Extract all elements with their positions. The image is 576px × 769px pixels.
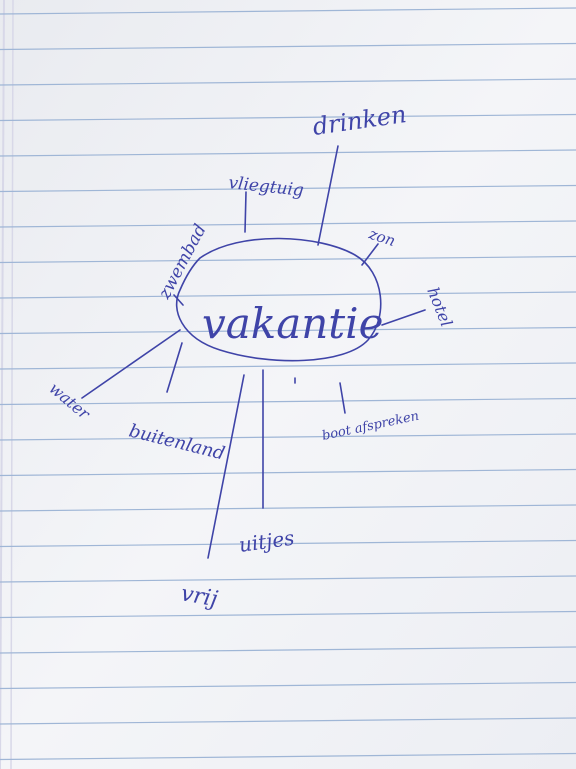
connector-drinken xyxy=(317,145,339,246)
mindmap-drawing xyxy=(81,145,426,559)
ruled-line xyxy=(0,397,576,406)
ruled-line xyxy=(0,575,576,583)
ruled-line xyxy=(0,717,576,725)
ruled-line xyxy=(0,362,576,370)
center-word: vakantie xyxy=(202,299,383,348)
connector-zwembad xyxy=(173,294,184,306)
ruled-line xyxy=(0,504,576,512)
ruled-line xyxy=(0,42,576,51)
ruled-line xyxy=(0,539,576,548)
ruled-line xyxy=(0,184,576,193)
connector-water xyxy=(81,329,181,399)
ruled-line xyxy=(0,610,576,619)
ruled-line xyxy=(0,113,576,122)
page-edge xyxy=(0,0,5,769)
connector-vrij xyxy=(207,374,245,559)
ruled-line xyxy=(0,291,576,299)
connector-buitenland xyxy=(166,342,183,393)
ruled-line xyxy=(0,149,576,157)
connector-zon xyxy=(361,243,379,266)
ruled-line xyxy=(0,752,576,761)
ruled-line xyxy=(0,220,576,228)
margin-line xyxy=(10,0,14,769)
ruled-line xyxy=(0,646,576,654)
ruled-line xyxy=(0,78,576,86)
connector-hotel xyxy=(381,309,426,326)
ruled-line xyxy=(0,468,576,477)
center-ellipse xyxy=(175,237,382,362)
connector-vliegtuig xyxy=(244,191,247,233)
connector-boot xyxy=(339,382,346,414)
ruled-line xyxy=(0,255,576,264)
ruled-line xyxy=(0,326,576,335)
ruled-line xyxy=(0,7,576,15)
ruled-lines xyxy=(0,7,576,761)
ruled-line xyxy=(0,681,576,690)
ruled-line xyxy=(0,433,576,441)
